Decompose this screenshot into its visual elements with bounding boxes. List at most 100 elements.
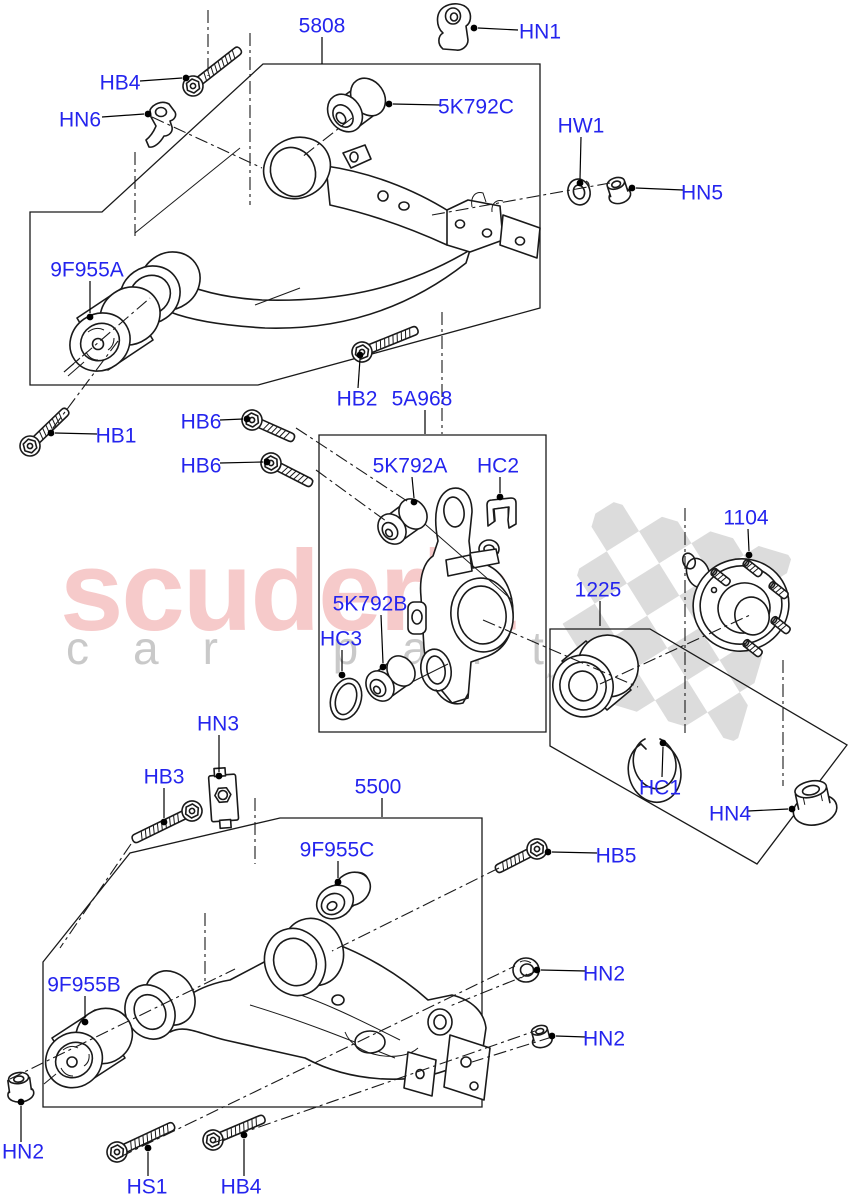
leader-line xyxy=(636,188,683,190)
knuckle xyxy=(408,488,518,704)
part-label-hn2-29: HN2 xyxy=(2,1141,44,1164)
leader-dot xyxy=(243,415,251,423)
centerline xyxy=(432,183,610,215)
leader-dot xyxy=(628,184,636,192)
part-label-hn4-20: HN4 xyxy=(709,803,751,826)
leader-dot xyxy=(240,1131,248,1139)
leader-dot xyxy=(788,805,796,813)
assembly-centerlines xyxy=(10,10,783,1157)
centerline xyxy=(450,971,537,1006)
flange-nut-HN2 xyxy=(529,1023,554,1049)
leader-line xyxy=(102,114,144,117)
centerline xyxy=(60,844,131,948)
centerline xyxy=(64,298,150,372)
leader-dot xyxy=(548,1032,556,1040)
leader-dot xyxy=(496,493,504,501)
leader-dot xyxy=(47,429,55,437)
bolt-hb4 xyxy=(179,41,246,100)
clip-HC2 xyxy=(487,498,516,528)
leader-dot xyxy=(470,24,478,32)
leader-dot xyxy=(659,739,667,747)
leader-dot xyxy=(86,313,94,321)
part-label-hb6-10: HB6 xyxy=(181,455,222,478)
bushing-9F955C xyxy=(311,866,377,926)
part-label-9f955b-28: 9F955B xyxy=(47,974,121,997)
part-label-hb5-25: HB5 xyxy=(596,845,637,868)
flange-nut-HN2-left xyxy=(5,1071,35,1104)
leader-line xyxy=(662,747,663,777)
leader-dot xyxy=(17,1098,25,1106)
part-label-hn1-1: HN1 xyxy=(519,21,561,44)
watermark-tagline: car parts xyxy=(66,622,655,674)
bolt-hb6 xyxy=(258,450,317,493)
part-label-hw1-5: HW1 xyxy=(558,115,605,138)
leader-dot xyxy=(160,818,168,826)
clip-nut-HN6 xyxy=(146,102,176,147)
leader-dot xyxy=(410,498,418,506)
part-label-hn5-6: HN5 xyxy=(681,182,723,205)
o-ring-HC3 xyxy=(325,674,367,723)
box-upper-arm-5808 xyxy=(30,64,540,385)
centerline xyxy=(10,969,235,1079)
washer-HW1 xyxy=(565,177,593,208)
leader-line xyxy=(478,28,518,30)
centerline xyxy=(53,341,118,428)
leader-line xyxy=(412,477,414,498)
leader-line xyxy=(393,104,441,105)
centerline xyxy=(296,428,410,503)
part-label-hb4-2: HB4 xyxy=(100,72,141,95)
leader-line xyxy=(541,970,586,971)
box-lower-arm-5500 xyxy=(43,818,482,1107)
part-label-9f955c-24: 9F955C xyxy=(300,839,375,862)
leader-dot xyxy=(576,179,584,187)
cage-nut-HN3 xyxy=(208,767,239,829)
leader-dot xyxy=(215,772,223,780)
leader-dot xyxy=(745,551,753,559)
leader-dot xyxy=(533,966,541,974)
part-label-hb2-11: HB2 xyxy=(337,388,378,411)
part-label-1104-15: 1104 xyxy=(723,507,768,530)
part-label-5a968-12: 5A968 xyxy=(392,388,453,411)
leader-dot xyxy=(379,663,387,671)
part-label-hb3-22: HB3 xyxy=(144,766,185,789)
centerline xyxy=(483,620,638,687)
leader-dot xyxy=(544,848,552,856)
leader-dot xyxy=(385,100,393,108)
bolt-hb2 xyxy=(349,320,421,365)
bolt-hb1 xyxy=(16,403,74,460)
centerline xyxy=(152,117,262,168)
part-label-hb4-31: HB4 xyxy=(221,1176,262,1199)
leader-line xyxy=(580,137,581,179)
bolt-hs1 xyxy=(104,1116,179,1165)
bracket-nut-HN1 xyxy=(438,4,471,50)
part-label-hc1-19: HC1 xyxy=(639,777,681,800)
part-label-5k792b-17: 5K792B xyxy=(333,593,408,616)
part-label-hb6-9: HB6 xyxy=(181,411,222,434)
part-label-hb1-8: HB1 xyxy=(96,425,137,448)
leader-dot xyxy=(182,74,190,82)
centerline xyxy=(472,1037,552,1062)
flange-nut-HN5 xyxy=(604,175,633,207)
bushing-5K792B xyxy=(360,650,421,706)
bushing-9F955B xyxy=(35,997,143,1099)
leader-line xyxy=(220,419,243,420)
leader-dot xyxy=(144,110,152,118)
part-label-hc3-18: HC3 xyxy=(320,628,362,651)
part-label-hn6-3: HN6 xyxy=(59,109,101,132)
bushing-5K792A xyxy=(372,493,433,549)
leader-line xyxy=(748,809,788,811)
leader-line xyxy=(140,78,182,81)
leader-line xyxy=(358,359,360,388)
leader-dot xyxy=(334,878,342,886)
leader-line xyxy=(220,462,263,463)
line-art xyxy=(5,4,840,1165)
part-label-hc2-14: HC2 xyxy=(477,455,519,478)
part-label-1225-16: 1225 xyxy=(575,579,622,602)
bushing-5K792C xyxy=(320,71,392,138)
centerline xyxy=(302,118,352,157)
wheel-hub xyxy=(681,548,793,659)
part-label-hn2-26: HN2 xyxy=(583,963,625,986)
leader-dot xyxy=(81,1018,89,1026)
